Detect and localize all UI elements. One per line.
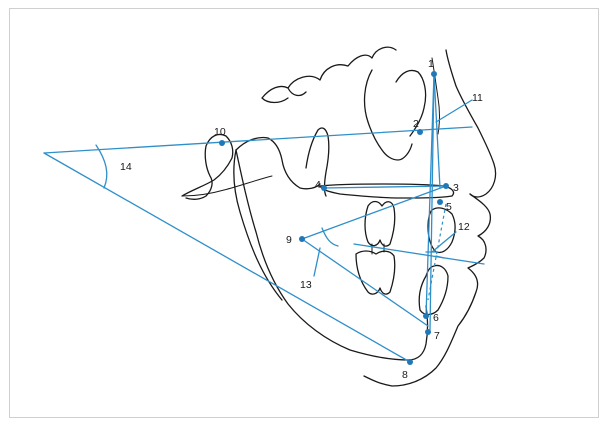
- cranial-base: [181, 133, 234, 200]
- soft-tissue-profile: [363, 193, 492, 387]
- label-7: 7: [434, 330, 440, 342]
- label-1: 1: [428, 58, 434, 70]
- image-frame: [9, 8, 599, 418]
- skull-base-line: [181, 175, 273, 197]
- label-9: 9: [286, 234, 292, 246]
- mandible-lower-border: [233, 149, 283, 301]
- y-axis-line-upper: [301, 185, 447, 240]
- palate: [319, 183, 455, 199]
- label-4: 4: [315, 179, 321, 191]
- y-axis-line-lower: [301, 238, 429, 327]
- point-2-orbitale: [417, 129, 423, 135]
- angle-14-arc: [95, 144, 108, 189]
- point-5-point-a: [437, 199, 443, 205]
- label-5: 5: [446, 201, 452, 213]
- point-8-menton: [407, 359, 413, 365]
- nasion-to-point-a-line: [433, 73, 441, 189]
- label-8: 8: [402, 369, 408, 381]
- point-7-pogonion: [425, 329, 431, 335]
- label-10: 10: [214, 126, 226, 138]
- sn-line: [43, 126, 473, 154]
- label-6: 6: [433, 312, 439, 324]
- point-9-gonion: [299, 236, 305, 242]
- mandible-outline: [235, 149, 429, 361]
- point-10-porion: [219, 140, 225, 146]
- cephalometric-lines: [43, 73, 485, 363]
- point-3-anterior-nasal-spine: [443, 183, 449, 189]
- point-6-point-b: [423, 313, 429, 319]
- nasion-to-point-b-line: [425, 73, 435, 317]
- point-1-nasion: [431, 71, 437, 77]
- label-2: 2: [413, 118, 419, 130]
- point-4-posterior-nasal-spine: [321, 185, 327, 191]
- label-14: 14: [120, 161, 132, 173]
- label-12-leader: [431, 231, 457, 253]
- sn-line-extension: [429, 73, 435, 331]
- landmark-labels: 1 2 3 4 5 6 7 8 9 10 11 12 13 14: [120, 58, 483, 381]
- label-11: 11: [472, 92, 483, 104]
- label-13-leader: [313, 247, 321, 277]
- nasal-bone: [431, 57, 440, 135]
- angle-13-arc: [321, 227, 339, 247]
- cephalometric-points: [219, 71, 449, 365]
- upper-incisor: [427, 207, 456, 254]
- occlusal-plane-line: [353, 243, 485, 265]
- interincisal-angle-marks: [425, 251, 445, 259]
- orbit-outline: [363, 69, 413, 161]
- skull-sketch: [181, 46, 497, 387]
- lower-incisor: [418, 264, 449, 316]
- label-3: 3: [453, 182, 459, 194]
- label-13: 13: [300, 279, 312, 291]
- palatal-plane-line: [323, 185, 447, 189]
- label-12: 12: [458, 221, 470, 233]
- nasal-profile: [445, 49, 497, 198]
- ramus: [235, 136, 321, 190]
- label-11-leader: [435, 99, 473, 123]
- upper-molar: [364, 200, 396, 247]
- mandibular-plane-line: [43, 152, 411, 363]
- orbit-inner: [395, 69, 427, 137]
- cranium-outline: [261, 46, 397, 104]
- lower-molar: [355, 250, 396, 295]
